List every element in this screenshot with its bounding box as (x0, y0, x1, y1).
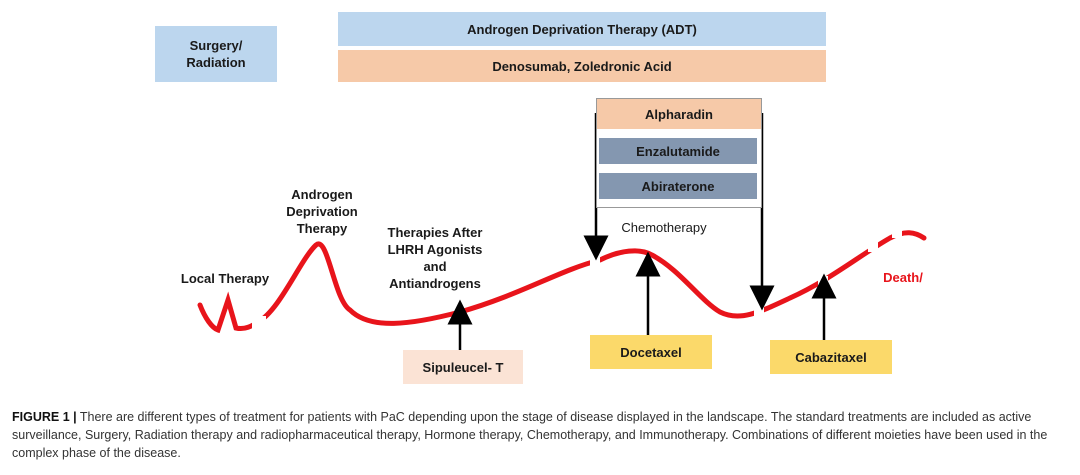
surgery-radiation-box: Surgery/ Radiation (155, 26, 277, 82)
adt-box: Androgen Deprivation Therapy (ADT) (338, 12, 826, 46)
disease-progression-curve (197, 230, 927, 334)
androgen-deprivation-label: Androgen Deprivation Therapy (286, 187, 358, 236)
therapies-after-label: Therapies After LHRH Agonists and Antian… (387, 225, 483, 291)
alpharadin-box: Alpharadin (597, 99, 761, 129)
figure-caption: FIGURE 1 | There are different types of … (12, 408, 1068, 462)
local-therapy-label: Local Therapy (180, 271, 270, 286)
enzalutamide-box: Enzalutamide (599, 138, 757, 164)
death-label: Death/ (883, 270, 923, 285)
caption-text: There are different types of treatment f… (12, 410, 1048, 460)
denosumab-box: Denosumab, Zoledronic Acid (338, 50, 826, 82)
sipuleucel-box: Sipuleucel- T (403, 350, 523, 384)
curve-gap (754, 306, 764, 318)
caption-prefix: FIGURE 1 | (12, 410, 77, 424)
cabazitaxel-box: Cabazitaxel (770, 340, 892, 374)
abiraterone-box: Abiraterone (599, 173, 757, 199)
docetaxel-box: Docetaxel (590, 335, 712, 369)
curve-gap (590, 254, 600, 266)
curve-gap (252, 316, 266, 330)
chemotherapy-label: Chemotherapy (621, 220, 707, 235)
curve-gap (892, 226, 902, 238)
curve-gap (868, 240, 878, 252)
